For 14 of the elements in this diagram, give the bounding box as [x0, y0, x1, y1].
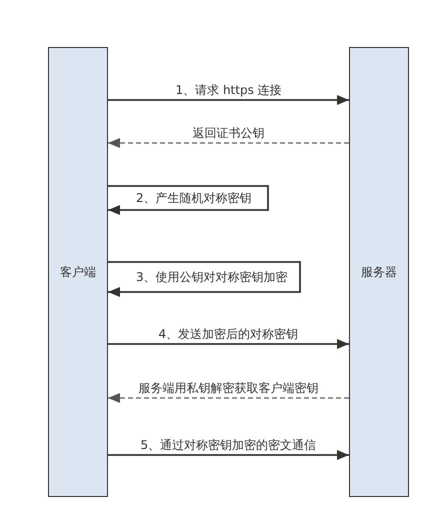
lifeline-box: 客户端: [48, 47, 108, 497]
edge-label: 服务端用私钥解密获取客户端密钥: [136, 380, 320, 396]
dashed-arrow: [108, 138, 349, 148]
lifeline-box: 服务器: [349, 47, 409, 497]
arrow: [108, 185, 269, 215]
arrow: [108, 95, 349, 105]
dashed-arrow: [108, 393, 349, 403]
edge-label: 1、请求 https 连接: [174, 82, 284, 98]
edge-label: 5、通过对称密钥加密的密文通信: [138, 437, 318, 453]
edge-label: 3、使用公钥对对称密钥加密: [134, 269, 290, 285]
arrow: [108, 450, 349, 460]
arrow: [108, 339, 349, 349]
edge-label: 返回证书公钥: [190, 125, 266, 141]
arrow: [108, 261, 301, 297]
